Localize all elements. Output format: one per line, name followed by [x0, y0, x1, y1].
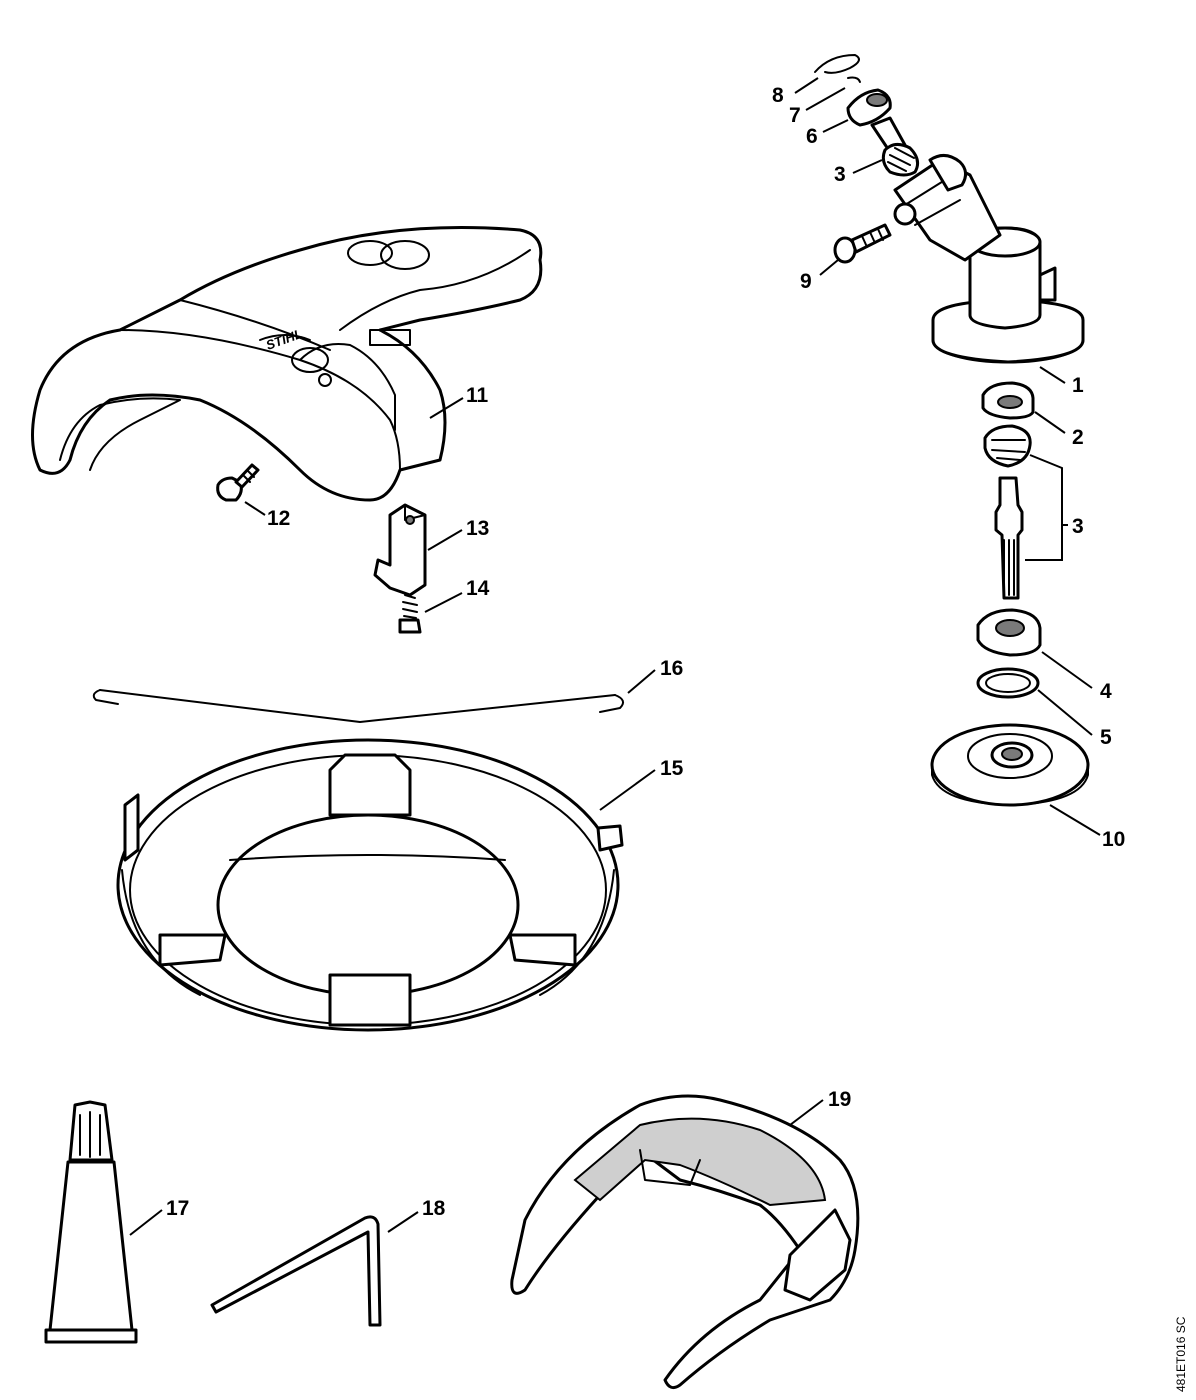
callout-15: 15 [660, 757, 684, 780]
bearing-4-part [976, 608, 1042, 657]
drawing-reference-code: 481ET016 SC [1174, 1272, 1190, 1392]
screw-12-part [216, 463, 260, 502]
callout-16: 16 [660, 657, 683, 680]
spring-screw-14-part [398, 594, 422, 634]
callout-9: 9 [800, 270, 812, 293]
pinion-gear-3-part [870, 116, 920, 177]
callout-labels: 8 7 6 3 9 1 2 3 4 5 10 11 12 13 14 16 15… [166, 84, 1125, 1220]
callout-3-lower: 3 [1072, 515, 1084, 538]
reference-code-text: 481ET016 SC [1174, 1316, 1188, 1392]
callout-12: 12 [267, 507, 290, 530]
callout-11: 11 [466, 384, 489, 407]
wire-clip-16-part [92, 689, 625, 723]
callout-1: 1 [1072, 374, 1084, 397]
protective-ring-15-part [116, 738, 624, 1032]
callout-19: 19 [828, 1088, 851, 1111]
callout-2: 2 [1072, 426, 1084, 449]
bevel-gear-shaft-3-part [983, 424, 1032, 600]
safety-glasses-19-part: STIHL [510, 1094, 860, 1390]
thrust-plate-10-part [930, 723, 1090, 807]
callout-3-upper: 3 [834, 163, 846, 186]
callout-7: 7 [789, 104, 801, 127]
bearing-2-part [981, 381, 1035, 420]
retaining-rings-7-8-part [814, 54, 861, 83]
callout-6: 6 [806, 125, 818, 148]
bearing-6-part [846, 88, 892, 127]
callout-5: 5 [1100, 726, 1112, 749]
callout-17: 17 [166, 1197, 189, 1220]
callout-8: 8 [772, 84, 784, 107]
callout-10: 10 [1102, 828, 1125, 851]
callout-14: 14 [466, 577, 490, 600]
leader-lines [129, 77, 1101, 1236]
circlip-5-part [976, 667, 1040, 699]
hex-key-18-part [210, 1215, 382, 1327]
deflector-guard-part: STIHL [31, 226, 543, 502]
callout-18: 18 [422, 1197, 446, 1220]
bracket-13-part [373, 503, 427, 597]
callout-13: 13 [466, 517, 489, 540]
gear-housing-1-part [893, 154, 1085, 364]
grease-tube-17-part [44, 1100, 138, 1344]
callout-4: 4 [1100, 680, 1112, 703]
screw-9-part [833, 223, 892, 264]
